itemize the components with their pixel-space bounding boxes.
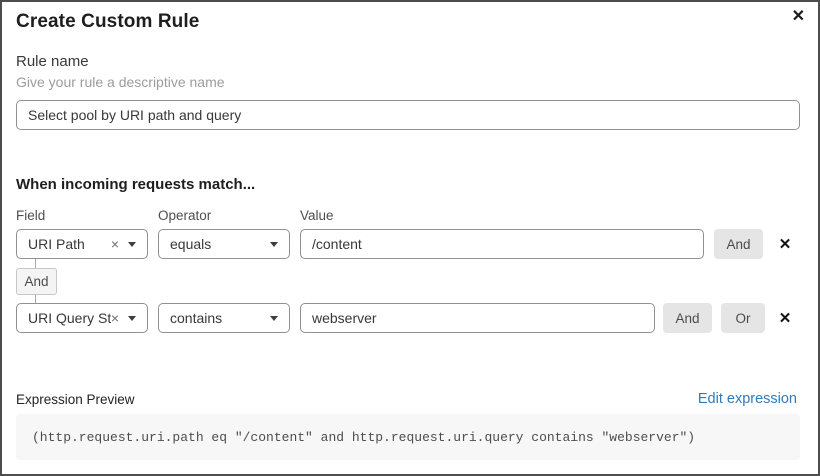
chevron-down-icon	[128, 315, 136, 321]
match-section-heading: When incoming requests match...	[16, 176, 256, 193]
chevron-down-icon	[128, 241, 136, 247]
connector-line	[35, 295, 36, 303]
field-select-value: URI Query St...	[28, 310, 111, 326]
clear-selection-icon[interactable]: ×	[110, 310, 119, 326]
value-column-label: Value	[300, 208, 334, 223]
expression-text: (http.request.uri.path eq "/content" and…	[32, 429, 696, 445]
operator-select-row-1[interactable]: equals	[158, 229, 290, 259]
edit-expression-link[interactable]: Edit expression	[697, 391, 797, 407]
operator-column-label: Operator	[158, 208, 212, 223]
rule-name-label: Rule name	[16, 53, 89, 70]
expression-preview-code-block: (http.request.uri.path eq "/content" and…	[16, 414, 800, 460]
add-or-condition-button[interactable]: Or	[721, 303, 765, 333]
remove-row-icon[interactable]: ✕	[775, 303, 795, 333]
field-column-label: Field	[16, 208, 46, 223]
chevron-down-icon	[270, 241, 278, 247]
value-input-row-1[interactable]	[300, 229, 704, 259]
operator-select-value: equals	[170, 236, 212, 252]
field-select-row-1[interactable]: URI Path ×	[16, 229, 148, 259]
remove-row-icon[interactable]: ✕	[775, 229, 795, 259]
rule-name-input[interactable]	[16, 100, 800, 130]
add-and-condition-button[interactable]: And	[714, 229, 763, 259]
field-select-row-2[interactable]: URI Query St... ×	[16, 303, 148, 333]
value-input-row-2[interactable]	[300, 303, 655, 333]
expression-preview-label: Expression Preview	[16, 392, 135, 407]
clear-selection-icon[interactable]: ×	[110, 236, 119, 252]
field-select-value: URI Path	[28, 236, 85, 252]
add-and-condition-button[interactable]: And	[663, 303, 712, 333]
rule-name-hint: Give your rule a descriptive name	[16, 74, 225, 90]
connector-line	[35, 259, 36, 268]
and-connector-badge: And	[16, 268, 57, 295]
page-title: Create Custom Rule	[16, 11, 200, 32]
close-icon[interactable]: ✕	[791, 8, 805, 25]
chevron-down-icon	[270, 315, 278, 321]
operator-select-value: contains	[170, 310, 223, 326]
operator-select-row-2[interactable]: contains	[158, 303, 290, 333]
